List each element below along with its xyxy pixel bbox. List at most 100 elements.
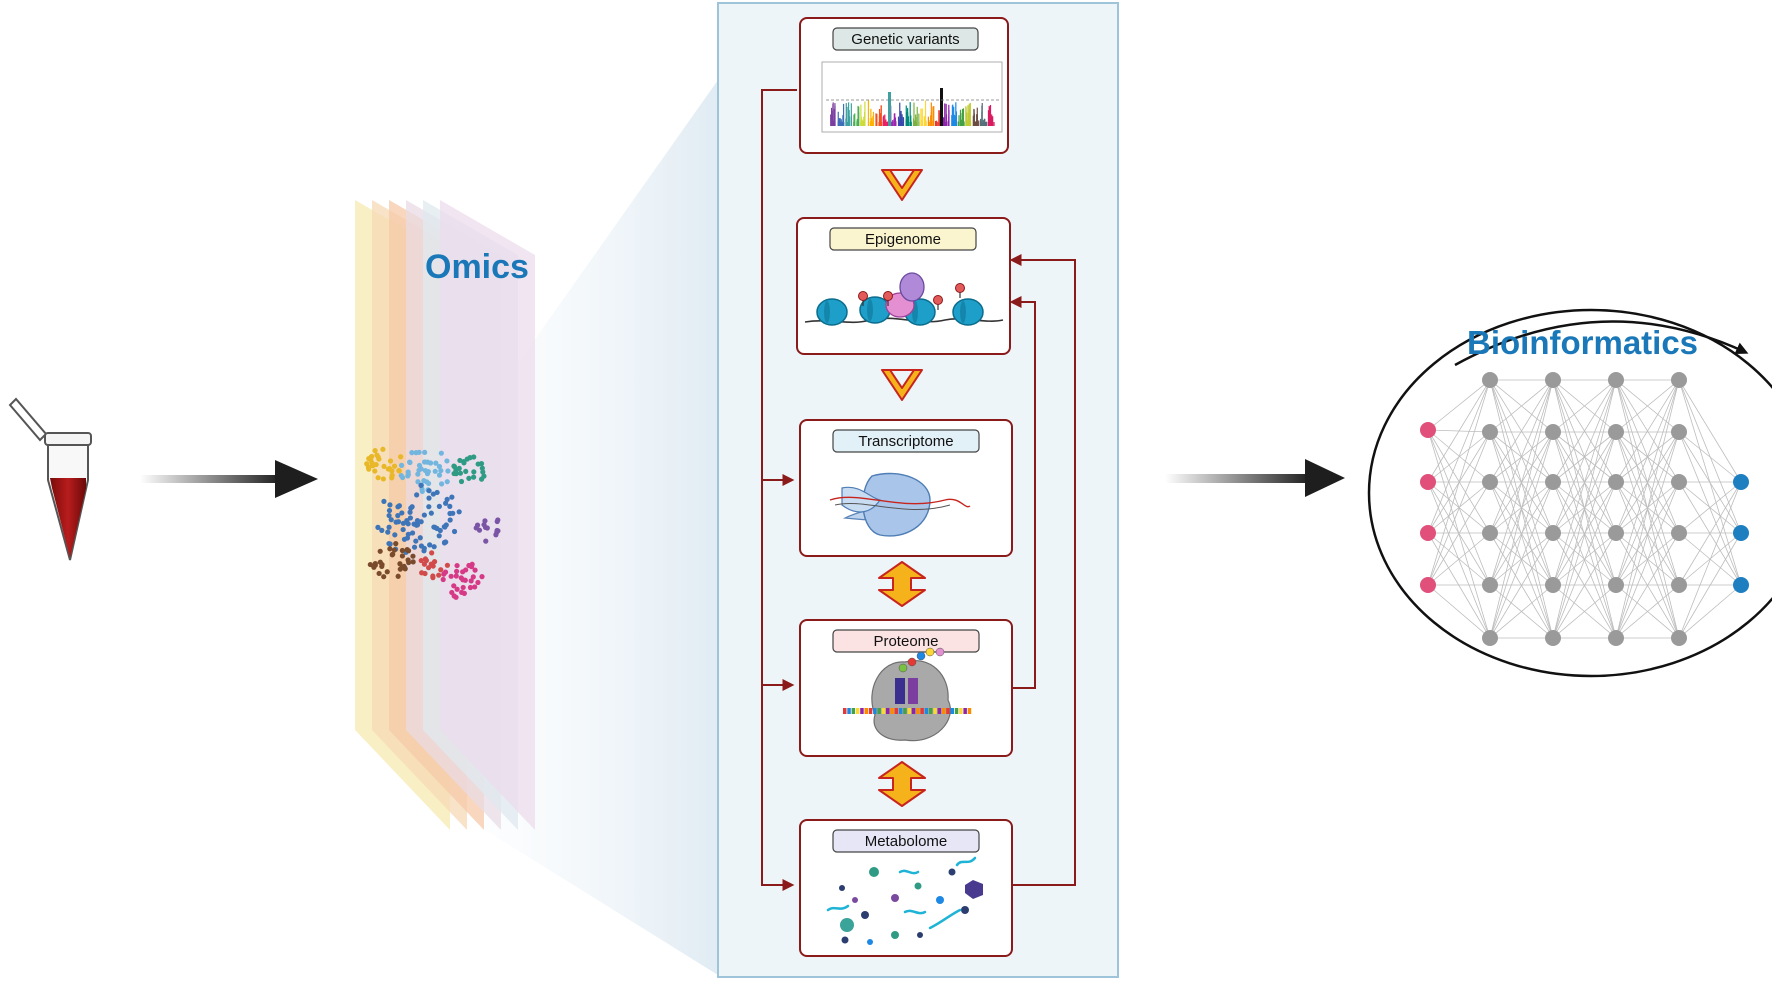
hidden-node [1545, 630, 1561, 646]
omics-point [431, 524, 437, 530]
omics-point [482, 518, 488, 524]
omics-point [422, 449, 428, 455]
network-edge [1489, 379, 1554, 433]
omics-layers-icon [355, 200, 535, 830]
network-edge [1552, 431, 1617, 639]
omics-point [448, 573, 454, 579]
output-node [1733, 577, 1749, 593]
network-edge [1489, 379, 1554, 586]
omics-point [438, 467, 444, 474]
omics-point [384, 569, 390, 575]
omics-point [479, 574, 485, 580]
omics-point [398, 472, 404, 479]
neural-network-icon [1367, 308, 1772, 678]
network-edge [1552, 379, 1617, 639]
hidden-node [1545, 372, 1561, 388]
omics-point [371, 564, 377, 570]
omics-point [387, 546, 393, 552]
chevron-down-icon [881, 369, 923, 401]
network-edge [1489, 379, 1554, 483]
omics-point [393, 519, 399, 525]
hidden-node [1671, 525, 1687, 541]
omics-point [443, 500, 449, 506]
omics-point [449, 589, 455, 596]
omics-point [392, 532, 398, 538]
omics-point [390, 551, 396, 557]
feedback-lines [761, 89, 1076, 891]
network-edge [1552, 379, 1617, 433]
omics-point [439, 481, 445, 487]
network-edge [1615, 379, 1680, 586]
omics-point [437, 527, 443, 534]
omics-point [459, 589, 465, 595]
projection-fan [485, 80, 718, 975]
network-edge [1678, 584, 1742, 639]
omics-point [441, 524, 447, 530]
omics-point [399, 553, 406, 559]
omics-point [479, 465, 485, 471]
network-edge [1552, 584, 1617, 639]
omics-point [457, 470, 464, 476]
omics-point [447, 503, 453, 509]
omics-point [369, 461, 375, 468]
omics-point [393, 541, 399, 547]
omics-point [387, 502, 393, 508]
arrow-to-omics [140, 460, 318, 498]
hidden-node [1671, 372, 1687, 388]
omics-point [379, 527, 385, 533]
omics-point [467, 584, 474, 591]
omics-point [471, 474, 477, 480]
omics-point [458, 478, 465, 485]
hidden-node [1545, 577, 1561, 593]
omics-point [444, 562, 451, 568]
network-edge [1615, 379, 1680, 639]
network-edge [1427, 431, 1491, 586]
input-node [1420, 577, 1436, 593]
chevron-down-icon [881, 169, 923, 201]
network-edge [1615, 481, 1680, 586]
network-edge [1427, 481, 1491, 586]
omics-point [380, 446, 386, 452]
omics-point [480, 469, 486, 475]
omics-point [400, 526, 406, 533]
omics-point [436, 463, 443, 470]
omics-point [418, 543, 425, 549]
omics-point [433, 460, 439, 466]
input-node [1420, 474, 1436, 490]
omics-point [374, 452, 380, 458]
omics-point [441, 539, 448, 545]
hidden-node [1608, 630, 1624, 646]
omics-point [453, 573, 459, 579]
omics-point [409, 504, 415, 510]
omics-point [373, 461, 379, 468]
omics-point [470, 574, 476, 580]
omics-point [402, 565, 408, 571]
hidden-node [1482, 474, 1498, 490]
omics-point [387, 458, 394, 464]
manhattan-plot-icon [821, 61, 1003, 133]
omics-point [478, 476, 485, 482]
omics-point [375, 475, 381, 481]
omics-point [428, 561, 434, 567]
double-arrow-icon [878, 761, 926, 807]
omics-point [421, 512, 427, 518]
omics-point [380, 476, 386, 482]
omics-point [454, 568, 460, 574]
omics-point [427, 542, 433, 548]
omics-point [366, 466, 372, 472]
hidden-node [1671, 474, 1687, 490]
omics-point [376, 570, 382, 577]
hidden-node [1482, 372, 1498, 388]
network-edge [1489, 379, 1554, 639]
omics-point [411, 544, 418, 550]
omics-point [367, 561, 373, 568]
omics-point [461, 460, 467, 466]
omics-point [407, 515, 414, 521]
omics-point [444, 458, 450, 464]
hidden-node [1545, 474, 1561, 490]
network-edge [1427, 532, 1491, 586]
omics-point [418, 557, 424, 564]
omics-point [395, 573, 401, 579]
omics-point [475, 579, 481, 586]
